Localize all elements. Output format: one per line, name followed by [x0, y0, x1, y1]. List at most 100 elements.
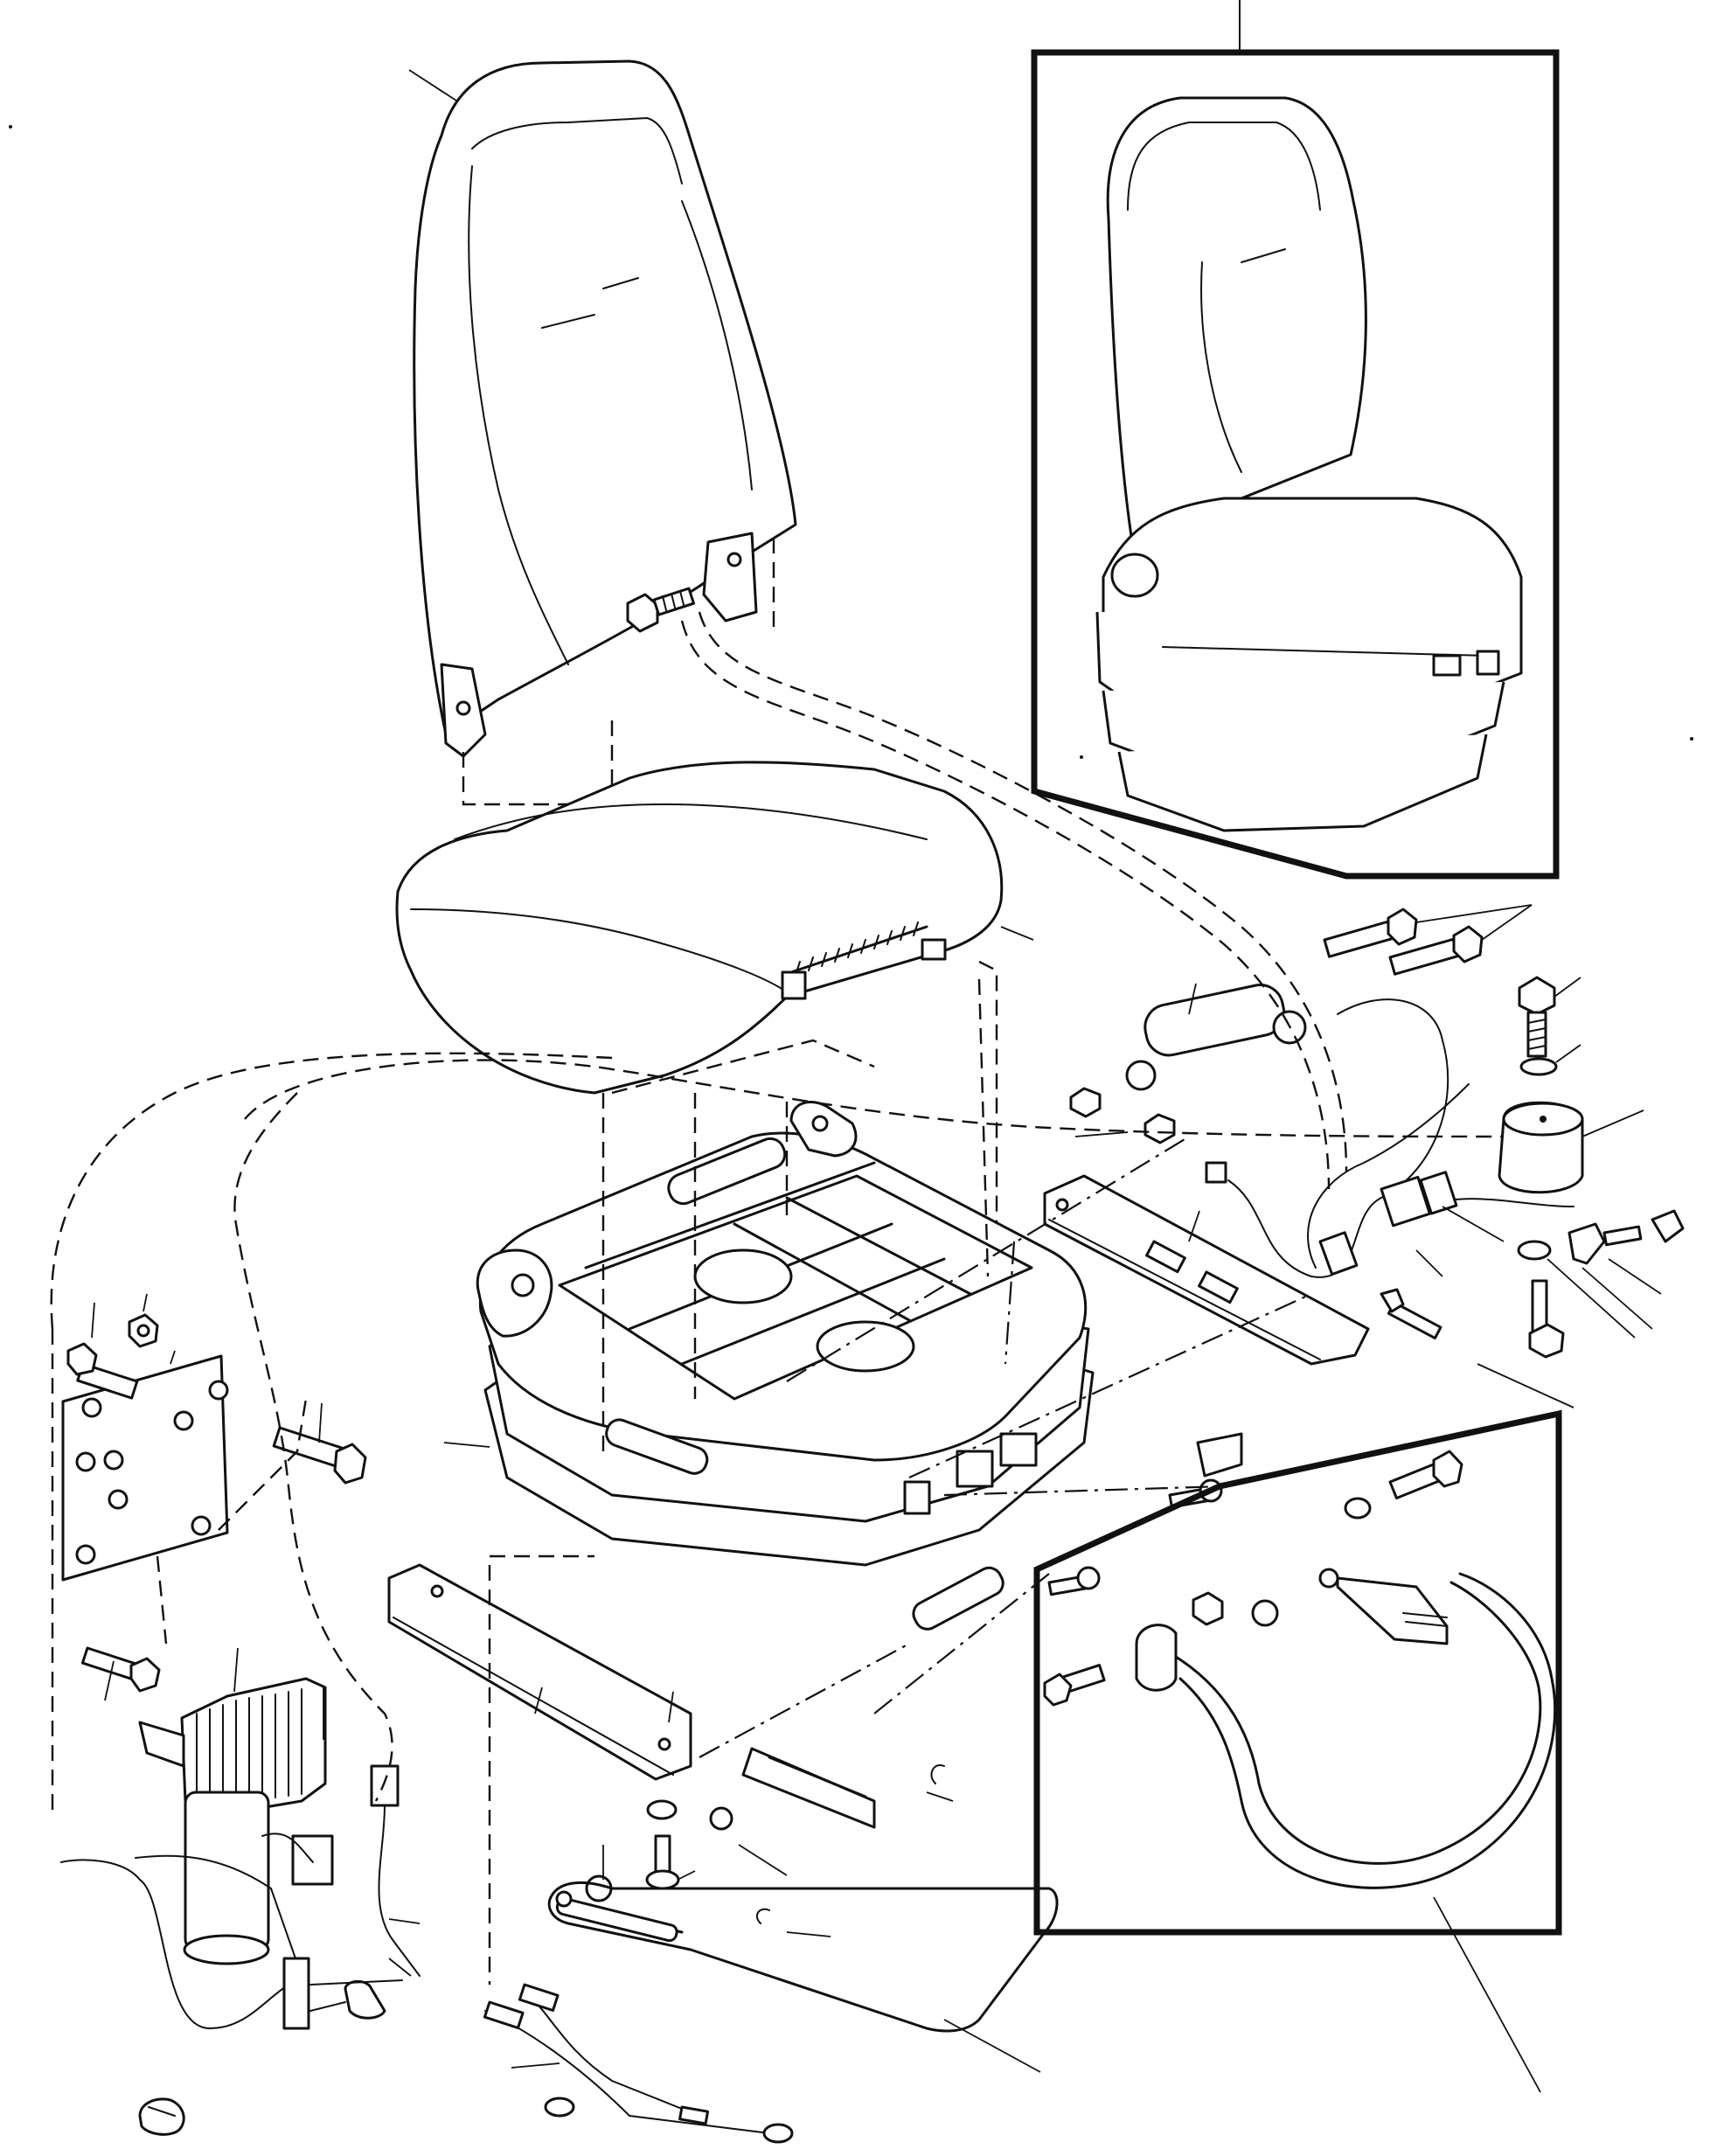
nut [645, 1869, 680, 1890]
washer [585, 1874, 613, 1902]
axis-line [786, 1136, 1190, 1382]
rubber-damper [1498, 976, 1644, 1194]
shock-bushing [1125, 1060, 1157, 1091]
frame-cross-bar [584, 1161, 876, 1269]
routing-lines [50, 611, 1505, 1985]
alignment-line [977, 978, 990, 1277]
leader-line [388, 1918, 421, 1924]
belt-retractor [1135, 1624, 1178, 1692]
screw-head [1528, 1323, 1565, 1359]
leader-line [1442, 1206, 1505, 1242]
cable-route [50, 1052, 613, 1330]
plate-hole [191, 1515, 212, 1536]
hose-route [680, 620, 1331, 1190]
backrest-top-seam [471, 116, 683, 184]
inset-backrest-seam [1127, 122, 1321, 211]
cushion-body [395, 761, 1004, 1095]
leader-line [1415, 1249, 1443, 1277]
leader-line [233, 1647, 239, 1693]
right-slide-rail [1043, 1174, 1370, 1366]
nut [1192, 1591, 1224, 1626]
plate-bolt-head [66, 1342, 98, 1376]
fitting-cap [1651, 1209, 1685, 1243]
washer [646, 1799, 678, 1820]
frame-inner-rim [558, 1174, 1033, 1401]
rail-slot [1198, 1270, 1239, 1304]
bolt-head [333, 1443, 367, 1485]
leader-line [668, 1691, 674, 1723]
rail-edge [393, 1617, 674, 1776]
cushion-cable [789, 925, 928, 974]
wire [378, 1805, 421, 1977]
plate-hole [208, 1380, 229, 1401]
fuse-holder [282, 1957, 310, 2030]
upper-arm [741, 1747, 876, 1829]
plate-hole [173, 1410, 194, 1431]
electrical-connector [370, 1764, 400, 1807]
inline-fuse [678, 2105, 710, 2125]
wire [1227, 998, 1449, 1278]
harness-connector [1318, 1231, 1359, 1276]
washer [709, 1806, 733, 1831]
inset-seat-belt [1033, 1409, 1562, 2093]
rail-edge [1048, 1219, 1321, 1360]
cover-cap [1196, 1432, 1243, 1478]
grommet [138, 2097, 185, 2136]
frame-top [478, 1131, 1087, 1462]
right-hinge-bracket [702, 532, 758, 622]
wire [524, 1993, 700, 2117]
inset-suspension-base [1117, 734, 1488, 832]
belt-bolt-head [1043, 1673, 1073, 1707]
leader-line [943, 2019, 1041, 2073]
bolt-head [129, 1657, 161, 1693]
inset-assembled-seat [1031, 0, 1560, 880]
screw-head [1380, 1288, 1405, 1313]
rail-hole [657, 1737, 671, 1751]
bolt-head [1387, 908, 1418, 946]
wire-terminal [344, 1979, 386, 2020]
shock-body [1144, 984, 1286, 1057]
spacer [1251, 1599, 1279, 1627]
leader-line [143, 1293, 148, 1312]
rail-hole [1055, 1198, 1069, 1212]
inset-armrest-knob [1110, 553, 1159, 598]
relay [291, 1834, 334, 1886]
gas-strut [667, 1137, 787, 1206]
wire-terminal [518, 1983, 560, 2012]
leader-line [318, 1402, 323, 1443]
mounting-plate [51, 1293, 367, 1819]
scan-speck [1690, 737, 1693, 741]
frame-fasteners [1047, 1432, 1243, 1596]
bolt-head [1452, 925, 1484, 963]
leader-line [1188, 983, 1197, 1015]
backrest-stitch-mark [602, 277, 639, 289]
grommet-detail [148, 2106, 176, 2117]
leader-line [511, 2062, 560, 2069]
mounting-bolts [1323, 904, 1533, 976]
inset-rail [1162, 646, 1487, 657]
control-box [903, 1480, 931, 1515]
alignment-line [611, 1039, 875, 1095]
backrest-left-contour [468, 165, 569, 665]
suspension-frame [443, 1101, 1095, 1631]
plate-hole [103, 1450, 124, 1471]
inset-frame [1033, 1409, 1562, 1936]
leader-line [1481, 904, 1533, 941]
leader-line [677, 1870, 696, 1881]
harness-connector [1380, 1175, 1431, 1228]
damper-bolt-shank [1526, 1011, 1547, 1058]
control-switch [999, 1432, 1038, 1467]
wire [261, 1833, 314, 1863]
clip [755, 1908, 770, 1924]
inset-frame [1031, 49, 1560, 880]
leader-line [1547, 1258, 1636, 1339]
rail-body [1043, 1174, 1370, 1366]
thread [1527, 1019, 1547, 1050]
buckle-detail [1402, 1612, 1448, 1627]
inset-backrest [1106, 96, 1367, 544]
backrest-assembly [408, 59, 797, 806]
washer [1517, 1240, 1552, 1261]
leader-line [91, 1302, 95, 1339]
upper-arm-inner [768, 1756, 867, 1798]
